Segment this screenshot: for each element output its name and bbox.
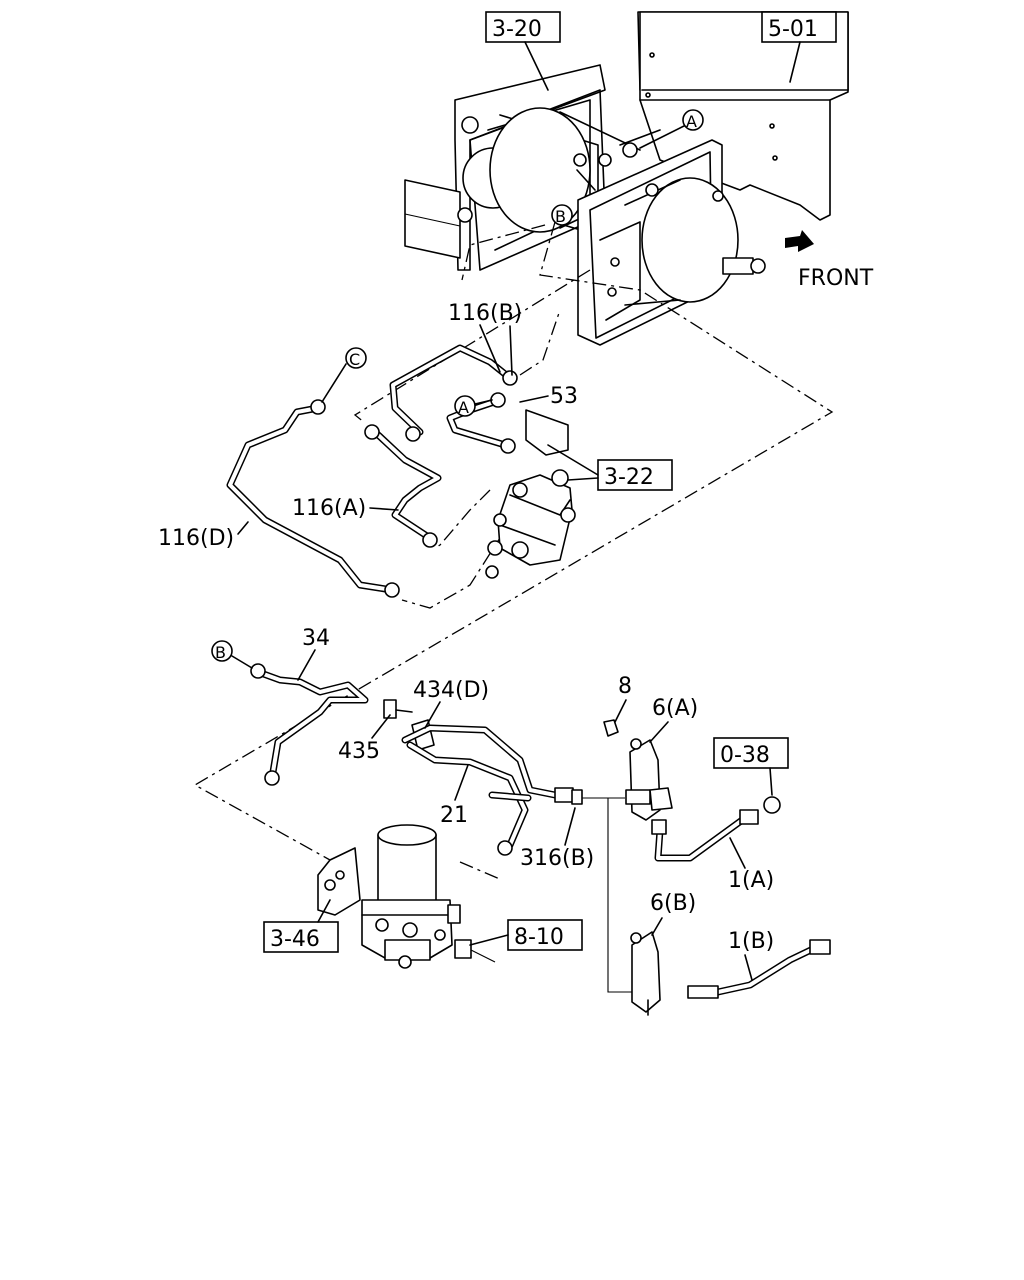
label-6b: 6(B) xyxy=(650,891,696,916)
svg-text:8-10: 8-10 xyxy=(514,925,564,950)
label-116d: 116(D) xyxy=(158,526,234,551)
svg-text:3-22: 3-22 xyxy=(604,465,654,490)
svg-text:3-46: 3-46 xyxy=(270,927,320,952)
svg-text:B: B xyxy=(555,207,566,226)
svg-text:3-20: 3-20 xyxy=(492,17,542,42)
valve-block xyxy=(485,469,576,579)
label-34: 34 xyxy=(302,626,330,651)
marker-a-mid: A xyxy=(454,395,476,417)
label-116a: 116(A) xyxy=(292,496,366,521)
marker-b-top: B xyxy=(551,204,573,226)
hose-1a xyxy=(651,796,781,862)
marker-b-low: B xyxy=(211,640,233,662)
svg-text:5-01: 5-01 xyxy=(768,17,818,42)
pipe-34 xyxy=(250,663,369,786)
marker-c: C xyxy=(345,347,367,369)
label-53: 53 xyxy=(550,384,578,409)
air-tank-front xyxy=(577,139,766,346)
ref-box-3-46[interactable]: 3-46 xyxy=(263,921,339,953)
svg-text:0-38: 0-38 xyxy=(720,743,770,768)
svg-text:B: B xyxy=(215,643,226,662)
pipe-53 xyxy=(446,392,569,456)
ref-box-0-38[interactable]: 0-38 xyxy=(713,737,789,769)
label-116b: 116(B) xyxy=(448,301,522,326)
label-435: 435 xyxy=(338,739,380,764)
label-8: 8 xyxy=(618,674,632,699)
ref-box-3-22[interactable]: 3-22 xyxy=(597,459,673,491)
ref-box-5-01[interactable]: 5-01 xyxy=(761,11,837,43)
pipe-116a xyxy=(364,424,442,548)
air-tank-rear xyxy=(404,64,641,271)
air-dryer xyxy=(317,824,461,969)
label-316b: 316(B) xyxy=(520,846,594,871)
label-1b: 1(B) xyxy=(728,929,774,954)
bracket-6b xyxy=(630,931,661,1016)
pipe-116b xyxy=(389,344,518,442)
front-label: FRONT xyxy=(798,266,874,291)
nut-8 xyxy=(603,719,619,737)
label-6a: 6(A) xyxy=(652,696,698,721)
fitting-316b xyxy=(571,789,583,805)
svg-text:C: C xyxy=(349,350,360,369)
ref-box-3-20[interactable]: 3-20 xyxy=(485,11,561,43)
svg-text:A: A xyxy=(686,112,697,131)
label-21: 21 xyxy=(440,803,468,828)
bolt-435 xyxy=(383,699,413,719)
bracket-6a xyxy=(625,738,673,821)
pipe-21 xyxy=(401,724,574,856)
hose-1b xyxy=(687,939,831,999)
label-434d: 434(D) xyxy=(413,678,489,703)
ref-box-8-10[interactable]: 8-10 xyxy=(507,919,583,951)
connector xyxy=(454,939,496,963)
marker-a-top: A xyxy=(682,109,704,131)
pipe-116d xyxy=(226,399,400,598)
svg-text:A: A xyxy=(458,398,469,417)
label-1a: 1(A) xyxy=(728,868,774,893)
front-arrow xyxy=(785,230,814,252)
